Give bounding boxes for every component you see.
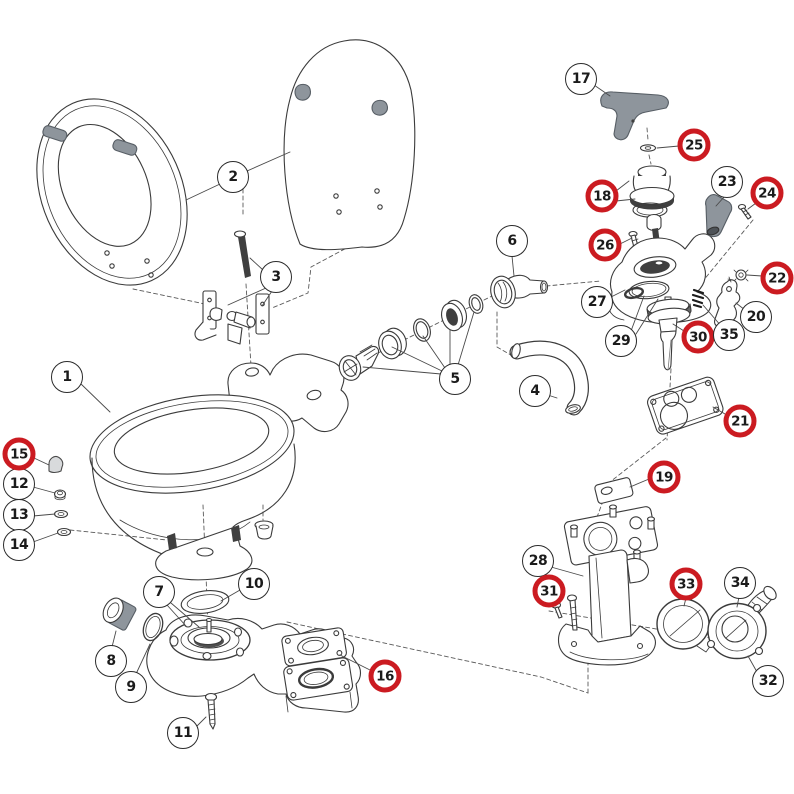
callout-22-highlighted: 22 [760, 261, 794, 295]
part-washer-14 [56, 527, 72, 537]
part-elbow-hose [509, 340, 589, 416]
part-discharge-elbow [706, 585, 777, 660]
callout-14: 14 [3, 529, 35, 561]
callout-33-highlighted: 33 [669, 567, 703, 601]
part-piston-assembly [628, 280, 692, 371]
callout-29: 29 [605, 325, 637, 357]
callout-25-highlighted: 25 [677, 128, 711, 162]
callout-5: 5 [439, 363, 471, 395]
callout-32: 32 [752, 665, 784, 697]
part-nut-12 [53, 489, 67, 499]
callout-24-highlighted: 24 [750, 176, 784, 210]
callout-4: 4 [519, 375, 551, 407]
callout-19-highlighted: 19 [647, 460, 681, 494]
seat-bumper-pad [42, 125, 68, 142]
callout-8: 8 [95, 645, 127, 677]
part-bowl [89, 353, 349, 581]
callout-9: 9 [115, 671, 147, 703]
part-pump-body [557, 504, 659, 666]
part-pump-flange [102, 590, 251, 661]
callout-17: 17 [565, 63, 597, 95]
part-screw-11 [204, 692, 218, 730]
part-discharge-flange [656, 598, 712, 653]
part-oring-9 [142, 612, 164, 642]
callout-20: 20 [740, 301, 772, 333]
callout-10: 10 [238, 568, 270, 600]
callout-31-highlighted: 31 [532, 574, 566, 608]
part-gasket-16 [281, 627, 347, 667]
callout-11: 11 [167, 717, 199, 749]
part-cap-8 [102, 597, 137, 631]
callout-15-highlighted: 15 [2, 437, 36, 471]
lid-bumper-pad [371, 99, 388, 116]
part-nut-22 [735, 269, 747, 281]
part-pump-handle [600, 91, 669, 141]
part-base-gasket [647, 376, 724, 435]
part-seat [36, 98, 188, 286]
callout-1: 1 [51, 361, 83, 393]
part-pump-housing [608, 194, 752, 328]
part-fastener-column [48, 455, 72, 537]
callout-21-highlighted: 21 [723, 404, 757, 438]
callout-30-highlighted: 30 [681, 320, 715, 354]
callout-34: 34 [724, 567, 756, 599]
callout-28: 28 [522, 545, 554, 577]
callout-13: 13 [3, 499, 35, 531]
callout-35: 35 [713, 319, 745, 351]
part-hinge-set [194, 230, 270, 345]
part-seal-ring-10 [180, 590, 230, 614]
callout-leader-lines [32, 84, 763, 728]
callout-7: 7 [143, 576, 175, 608]
callout-6: 6 [496, 225, 528, 257]
part-lid [283, 39, 416, 251]
part-cylinder-23 [705, 194, 733, 238]
callout-26-highlighted: 26 [588, 228, 622, 262]
part-cap-15 [48, 455, 64, 474]
callout-16-highlighted: 16 [368, 659, 402, 693]
callout-2: 2 [217, 161, 249, 193]
callout-3: 3 [260, 261, 292, 293]
callout-18-highlighted: 18 [585, 179, 619, 213]
callout-27: 27 [581, 286, 613, 318]
part-spring-35 [691, 288, 705, 309]
part-inlet-fitting [490, 274, 549, 309]
seat-bumper-pad [112, 139, 138, 156]
callout-23: 23 [711, 166, 743, 198]
part-valve-stack [338, 294, 484, 381]
lid-bumper-pad [294, 83, 311, 101]
callout-12: 12 [3, 468, 35, 500]
